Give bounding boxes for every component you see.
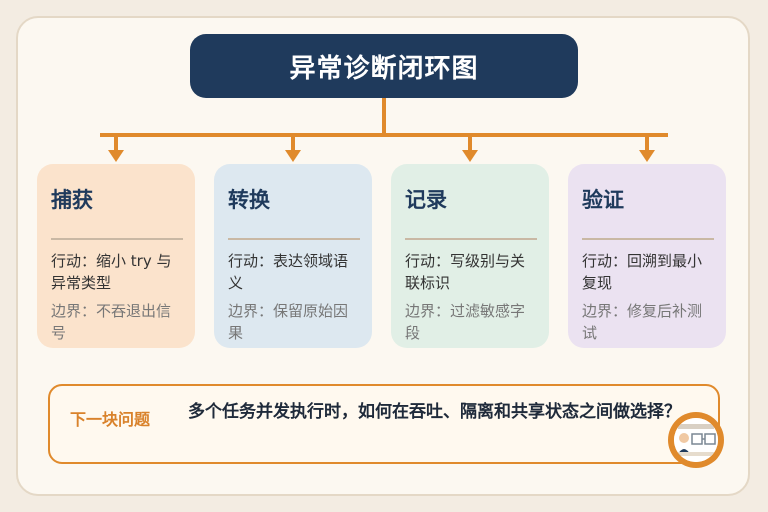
card-divider	[51, 238, 183, 240]
card-action: 行动：缩小 try 与异常类型	[51, 252, 172, 292]
card-title: 记录	[405, 188, 447, 212]
avatar-icon	[674, 418, 718, 462]
avatar-badge	[668, 412, 724, 468]
arrow-capture	[108, 135, 124, 162]
card-action: 行动：表达领域语义	[228, 252, 349, 292]
connector-tree	[100, 98, 668, 162]
next-question-label: 下一块问题	[70, 410, 151, 429]
card-record: 记录 行动：写级别与关联标识 边界：过滤敏感字段	[391, 164, 549, 348]
card-title: 转换	[228, 188, 270, 212]
diagram-title: 异常诊断闭环图	[289, 53, 479, 84]
card-boundary: 边界：过滤敏感字段	[405, 302, 526, 342]
card-verify: 验证 行动：回溯到最小复现 边界：修复后补测试	[568, 164, 726, 348]
card-divider	[405, 238, 537, 240]
next-question-text: 多个任务并发执行时，如何在吞吐、隔离和共享状态之间做选择？	[188, 402, 681, 422]
card-boundary: 边界：不吞退出信号	[51, 302, 172, 342]
arrow-record	[462, 135, 478, 162]
arrow-verify	[639, 135, 655, 162]
card-action: 行动：写级别与关联标识	[405, 252, 526, 292]
title-box: 异常诊断闭环图	[190, 34, 578, 98]
card-boundary: 边界：修复后补测试	[582, 302, 703, 342]
card-title: 捕获	[51, 188, 93, 212]
card-divider	[228, 238, 360, 240]
card-title: 验证	[582, 188, 624, 212]
card-action: 行动：回溯到最小复现	[582, 252, 703, 292]
card-divider	[582, 238, 714, 240]
next-question-box: 下一块问题 多个任务并发执行时，如何在吞吐、隔离和共享状态之间做选择？	[48, 384, 720, 464]
card-boundary: 边界：保留原始因果	[228, 302, 349, 342]
card-capture: 捕获 行动：缩小 try 与异常类型 边界：不吞退出信号	[37, 164, 195, 348]
arrow-transform	[285, 135, 301, 162]
card-transform: 转换 行动：表达领域语义 边界：保留原始因果	[214, 164, 372, 348]
